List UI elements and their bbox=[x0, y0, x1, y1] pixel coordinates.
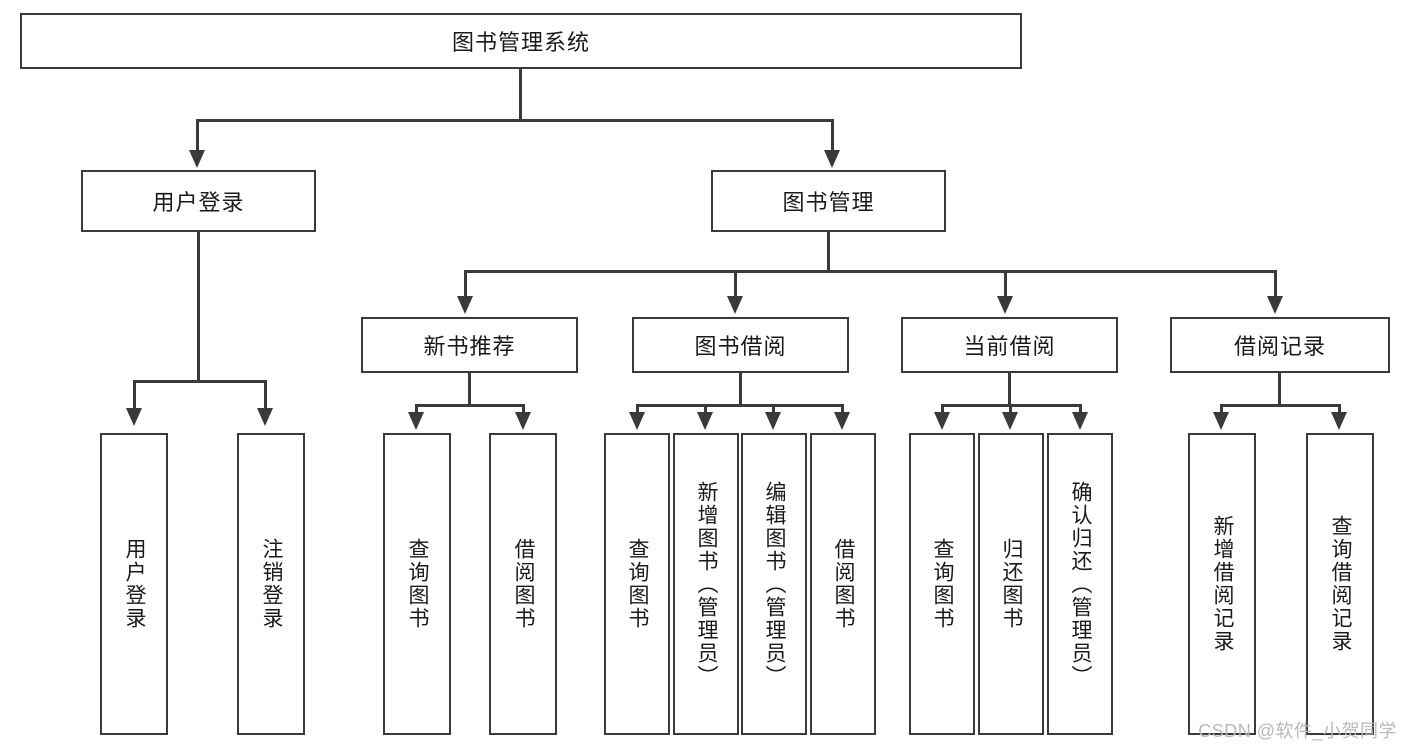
arrow-book-manage-child3 bbox=[997, 296, 1013, 314]
connector-book-borrow-leaf4 bbox=[841, 404, 844, 414]
connector-current-borrow-leaf1 bbox=[941, 404, 944, 414]
connector-root-to-user-login bbox=[196, 119, 199, 154]
node-label: 新书推荐 bbox=[423, 334, 516, 359]
connector-current-borrow-stem bbox=[1008, 373, 1011, 406]
connector-new-book-stem bbox=[468, 373, 471, 406]
connector-root-to-book-manage bbox=[831, 119, 834, 154]
node-label: 确认归还（管理员） bbox=[1069, 480, 1093, 688]
connector-book-borrow-stem bbox=[739, 373, 742, 406]
leaf-currentborrow-return-book[interactable]: 归还图书 bbox=[978, 433, 1044, 735]
connector-user-login-bus bbox=[133, 380, 267, 383]
arrow-book-borrow-leaf2 bbox=[697, 412, 713, 430]
connector-book-manage-bus bbox=[464, 270, 1277, 273]
connector-book-manage-stem bbox=[827, 232, 830, 272]
arrow-book-manage-child4 bbox=[1267, 296, 1283, 314]
connector-current-borrow-leaf3 bbox=[1079, 404, 1082, 414]
node-label: 借阅图书 bbox=[512, 538, 536, 630]
node-label: 编辑图书（管理员） bbox=[763, 480, 787, 688]
connector-book-borrow-leaf1 bbox=[636, 404, 639, 414]
connector-book-manage-child3 bbox=[1004, 270, 1007, 298]
connector-current-borrow-leaf2 bbox=[1009, 404, 1012, 414]
arrow-book-borrow-leaf3 bbox=[765, 412, 781, 430]
leaf-currentborrow-confirm-return-admin[interactable]: 确认归还（管理员） bbox=[1047, 433, 1113, 735]
arrow-current-borrow-leaf3 bbox=[1072, 412, 1088, 430]
connector-book-borrow-bus bbox=[636, 404, 844, 407]
node-label: 查询借阅记录 bbox=[1329, 515, 1353, 653]
node-label: 图书管理 bbox=[782, 190, 875, 215]
node-label: 当前借阅 bbox=[963, 334, 1056, 359]
arrow-borrow-record-leaf2 bbox=[1331, 412, 1347, 430]
connector-borrow-record-bus bbox=[1220, 404, 1341, 407]
node-label: 图书借阅 bbox=[694, 334, 787, 359]
leaf-logout-login[interactable]: 注销登录 bbox=[237, 433, 305, 735]
node-label: 借阅记录 bbox=[1233, 334, 1326, 359]
connector-borrow-record-leaf1 bbox=[1220, 404, 1223, 414]
arrow-new-book-leaf1 bbox=[408, 412, 424, 430]
node-label: 注销登录 bbox=[260, 538, 284, 630]
node-book-borrow[interactable]: 图书借阅 bbox=[632, 317, 849, 373]
arrow-user-login-leaf1 bbox=[126, 408, 142, 426]
node-current-borrow[interactable]: 当前借阅 bbox=[901, 317, 1118, 373]
connector-new-book-leaf2 bbox=[522, 404, 525, 414]
arrow-root-to-user-login bbox=[189, 150, 205, 168]
node-borrow-record[interactable]: 借阅记录 bbox=[1170, 317, 1390, 373]
node-new-book-recommend[interactable]: 新书推荐 bbox=[361, 317, 578, 373]
connector-new-book-bus bbox=[415, 404, 525, 407]
leaf-newbook-query-book[interactable]: 查询图书 bbox=[383, 433, 451, 735]
node-label: 查询图书 bbox=[626, 538, 650, 630]
connector-book-borrow-leaf2 bbox=[704, 404, 707, 414]
arrow-current-borrow-leaf1 bbox=[934, 412, 950, 430]
connector-borrow-record-stem bbox=[1278, 373, 1281, 406]
node-label: 查询图书 bbox=[406, 538, 430, 630]
arrow-book-borrow-leaf1 bbox=[629, 412, 645, 430]
arrow-user-login-leaf2 bbox=[257, 408, 273, 426]
node-label: 新增借阅记录 bbox=[1211, 515, 1235, 653]
leaf-user-login[interactable]: 用户登录 bbox=[100, 433, 168, 735]
connector-book-manage-child2 bbox=[734, 270, 737, 298]
node-label: 借阅图书 bbox=[832, 538, 856, 630]
connector-user-login-leaf2 bbox=[264, 380, 267, 410]
node-book-management[interactable]: 图书管理 bbox=[711, 170, 946, 232]
leaf-borrowrecord-query-record[interactable]: 查询借阅记录 bbox=[1306, 433, 1374, 735]
connector-book-manage-child1 bbox=[464, 270, 467, 298]
arrow-root-to-book-manage bbox=[824, 150, 840, 168]
watermark-text: CSDN @软件_小贺同学 bbox=[1198, 721, 1397, 741]
node-user-login[interactable]: 用户登录 bbox=[81, 170, 316, 232]
node-label: 用户登录 bbox=[123, 538, 147, 630]
node-label: 新增图书（管理员） bbox=[695, 480, 719, 688]
arrow-new-book-leaf2 bbox=[515, 412, 531, 430]
connector-root-bus bbox=[196, 119, 834, 122]
leaf-bookborrow-edit-book-admin[interactable]: 编辑图书（管理员） bbox=[741, 433, 807, 735]
arrow-book-manage-child1 bbox=[457, 296, 473, 314]
node-root-system[interactable]: 图书管理系统 bbox=[20, 13, 1022, 69]
connector-user-login-stem bbox=[197, 232, 200, 382]
arrow-current-borrow-leaf2 bbox=[1002, 412, 1018, 430]
leaf-bookborrow-add-book-admin[interactable]: 新增图书（管理员） bbox=[673, 433, 739, 735]
leaf-borrowrecord-add-record[interactable]: 新增借阅记录 bbox=[1188, 433, 1256, 735]
connector-user-login-leaf1 bbox=[133, 380, 136, 410]
leaf-bookborrow-query-book[interactable]: 查询图书 bbox=[604, 433, 670, 735]
connector-book-manage-child4 bbox=[1274, 270, 1277, 298]
node-label: 归还图书 bbox=[1000, 538, 1024, 630]
node-label: 用户登录 bbox=[152, 190, 245, 215]
node-label: 图书管理系统 bbox=[451, 30, 590, 55]
arrow-book-borrow-leaf4 bbox=[834, 412, 850, 430]
connector-root-stem bbox=[519, 69, 522, 121]
leaf-currentborrow-query-book[interactable]: 查询图书 bbox=[909, 433, 975, 735]
connector-borrow-record-leaf2 bbox=[1338, 404, 1341, 414]
leaf-bookborrow-borrow-book[interactable]: 借阅图书 bbox=[810, 433, 876, 735]
leaf-newbook-borrow-book[interactable]: 借阅图书 bbox=[489, 433, 557, 735]
node-label: 查询图书 bbox=[931, 538, 955, 630]
arrow-book-manage-child2 bbox=[727, 296, 743, 314]
connector-book-borrow-leaf3 bbox=[772, 404, 775, 414]
arrow-borrow-record-leaf1 bbox=[1213, 412, 1229, 430]
connector-new-book-leaf1 bbox=[415, 404, 418, 414]
